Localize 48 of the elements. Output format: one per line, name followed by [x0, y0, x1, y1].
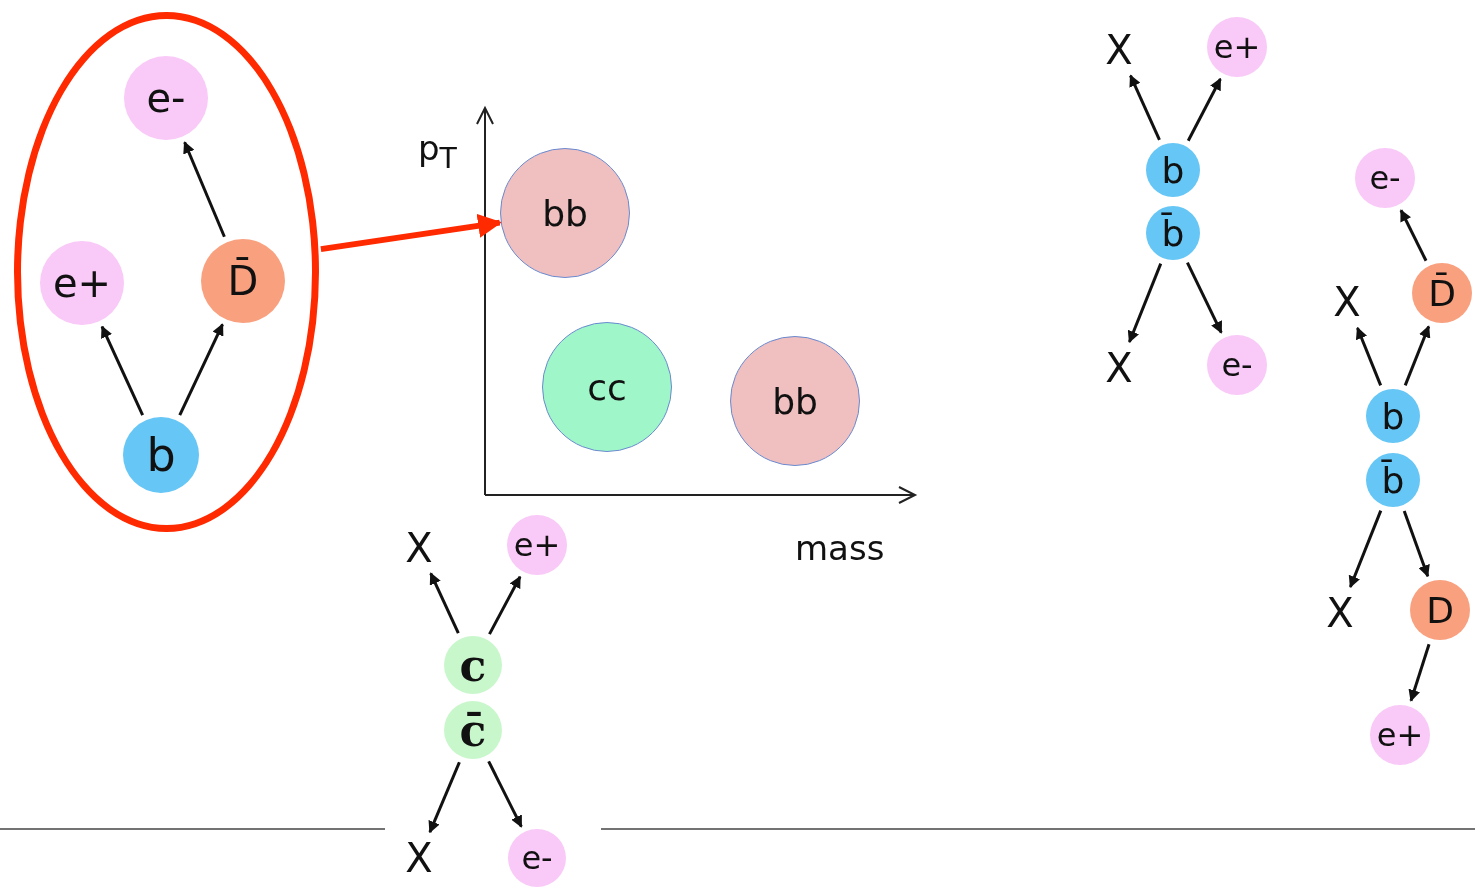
particle-circle: b̄: [1146, 206, 1200, 260]
arrow: [487, 760, 523, 828]
arrow: [1355, 326, 1383, 386]
particle-circle: D: [1410, 580, 1470, 640]
arrow: [183, 141, 226, 238]
particle-circle: e-: [508, 829, 566, 887]
arrow: [1402, 510, 1430, 578]
particle-circle: c: [444, 636, 502, 694]
particle-label: X: [402, 836, 436, 880]
particle-circle: b: [123, 417, 199, 493]
arrow: [1127, 263, 1163, 344]
arrow: [488, 575, 522, 635]
particle-circle: b: [1146, 143, 1200, 197]
arrow: [1399, 209, 1428, 262]
arrow: [178, 323, 224, 416]
particle-circle: e+: [1370, 705, 1430, 765]
arrow: [428, 761, 461, 834]
particle-circle: b: [1366, 389, 1420, 443]
particle-label: X: [1330, 280, 1364, 324]
particle-circle: e+: [40, 241, 124, 325]
particle-circle: e+: [1207, 17, 1267, 77]
particle-circle: D̄: [1412, 263, 1472, 323]
particle-circle: e-: [1355, 148, 1415, 208]
particle-label: X: [1102, 346, 1136, 390]
arrow: [320, 213, 503, 253]
particle-circle: c̄: [444, 701, 502, 759]
arrow: [1129, 74, 1161, 141]
arrow: [1408, 643, 1431, 702]
group-ellipse: [13, 12, 319, 532]
particle-circle: b̄: [1366, 453, 1420, 507]
arrow: [1403, 325, 1431, 386]
particle-circle: e-: [1207, 335, 1267, 395]
particle-circle: e-: [124, 56, 208, 140]
arrow: [100, 325, 144, 416]
arrow: [1348, 510, 1383, 589]
bubble: bb: [500, 148, 630, 278]
axis-label: mass: [795, 528, 885, 568]
bubble: bb: [730, 336, 860, 466]
axis-label: p$_{T}$: [418, 128, 457, 175]
particle-circle: D̄: [201, 239, 285, 323]
arrow: [429, 572, 460, 634]
particle-label: X: [1102, 28, 1136, 72]
particle-label: X: [402, 526, 436, 570]
particle-circle: e+: [507, 515, 567, 575]
particle-label: X: [1323, 591, 1357, 635]
bubble: cc: [542, 322, 672, 452]
arrow: [1186, 262, 1223, 334]
arrow: [1186, 77, 1222, 142]
